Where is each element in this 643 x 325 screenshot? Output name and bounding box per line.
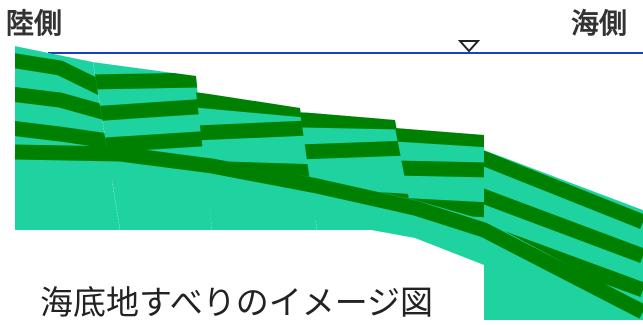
sea-side-label: 海側 [571,7,628,40]
water-level-marker-icon [457,40,481,53]
diagram-caption: 海底地すべりのイメージ図 [40,283,434,322]
basal-strata [14,144,643,320]
land-side-strata [15,46,120,230]
land-side-label: 陸側 [6,7,63,40]
